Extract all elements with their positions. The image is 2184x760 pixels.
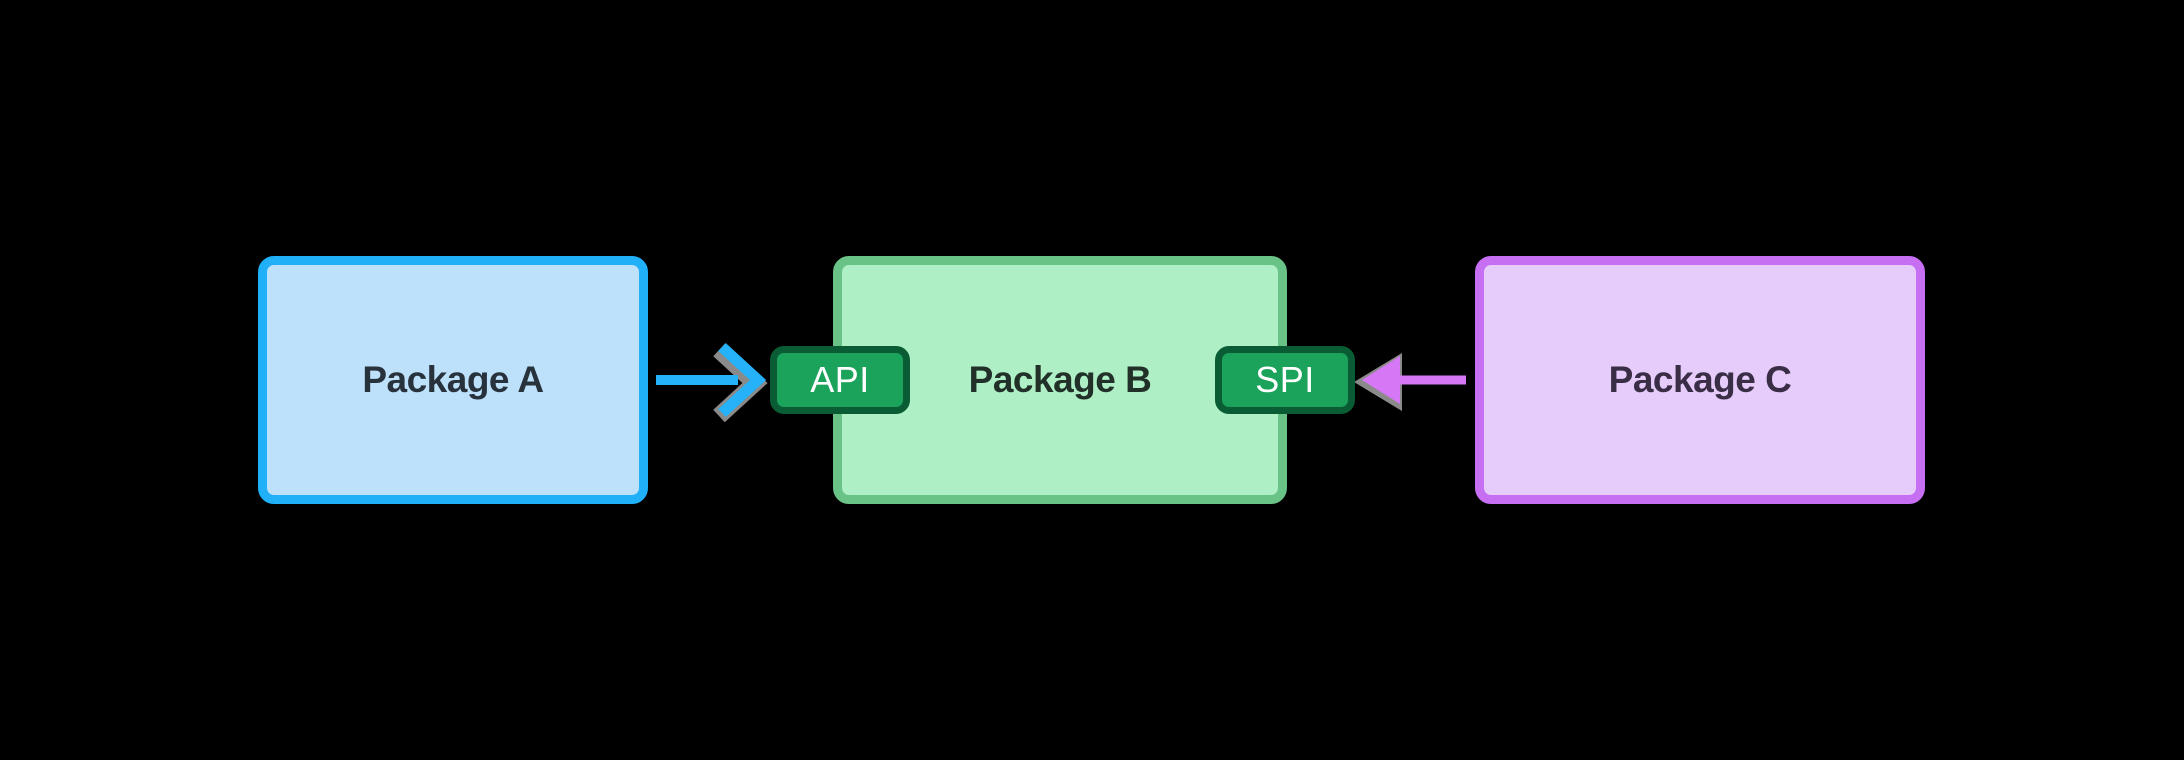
- edge-line-purple: [1400, 375, 1466, 385]
- node-package-a-label: Package A: [362, 359, 544, 400]
- node-package-b-label: Package B: [968, 359, 1152, 400]
- node-package-c: Package C: [1475, 256, 1925, 504]
- spi-port-label: SPI: [1255, 359, 1315, 400]
- node-package-a: Package A: [258, 256, 648, 504]
- node-package-b: Package B: [833, 256, 1287, 504]
- api-port-badge: API: [770, 346, 910, 414]
- spi-port-badge: SPI: [1215, 346, 1355, 414]
- arrow-package-c-to-spi-icon: [1354, 353, 1466, 411]
- arrow-package-a-to-api-icon: [656, 342, 768, 423]
- triangle-arrowhead: [1362, 356, 1400, 404]
- chevron-arrowhead: [718, 342, 767, 418]
- api-port-label: API: [810, 359, 870, 400]
- node-package-c-label: Package C: [1608, 359, 1792, 400]
